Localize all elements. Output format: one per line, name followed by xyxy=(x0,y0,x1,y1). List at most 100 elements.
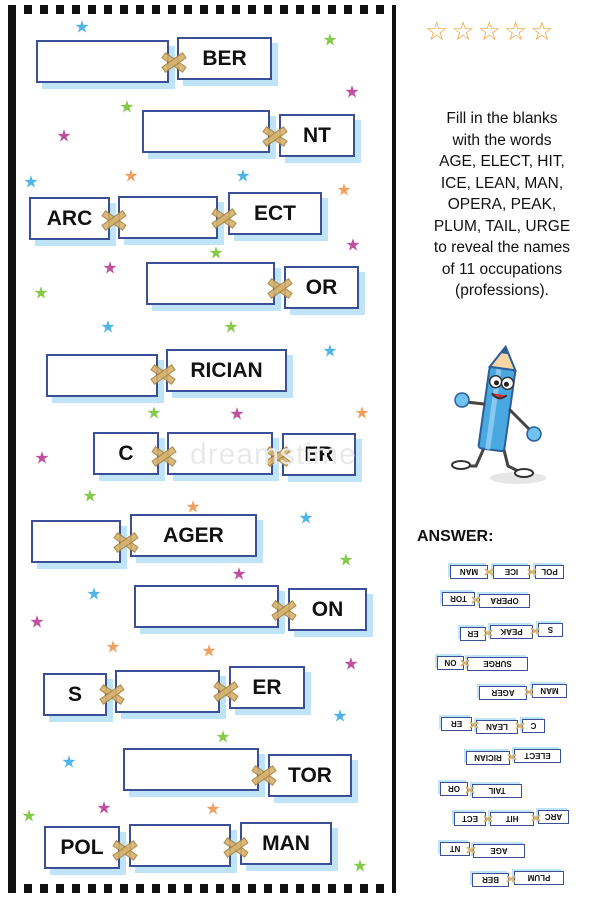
tape-icon xyxy=(465,785,475,795)
star-icon: ★ xyxy=(322,30,338,50)
word-piece-tile: ARC xyxy=(29,197,110,240)
instruction-line: to reveal the names xyxy=(433,239,571,256)
star-icon: ★ xyxy=(215,727,231,747)
answer-tile: BER xyxy=(472,873,509,887)
answer-tile: SURGE xyxy=(467,657,528,671)
word-piece-tile: S xyxy=(43,673,107,716)
answer-tile: OR xyxy=(440,782,468,796)
tape-icon xyxy=(270,598,296,620)
tape-icon xyxy=(506,874,516,884)
word-piece-tile: ECT xyxy=(228,192,322,235)
tape-icon xyxy=(466,845,476,855)
blank-tile[interactable] xyxy=(115,670,220,713)
watermark: dreamstime xyxy=(190,438,357,471)
star-icon: ★ xyxy=(229,404,245,424)
tape-icon xyxy=(98,682,124,704)
answer-tile: PLUM xyxy=(514,871,564,885)
star-icon: ★ xyxy=(61,752,77,772)
tape-icon xyxy=(112,530,138,552)
star-icon: ★ xyxy=(82,486,98,506)
word-piece-tile: TOR xyxy=(268,754,352,797)
instruction-line: with the words xyxy=(452,131,552,149)
word-piece-tile: ER xyxy=(229,666,305,709)
star-icon: ★ xyxy=(34,448,50,468)
blank-tile[interactable] xyxy=(142,110,270,153)
answer-tile: C xyxy=(522,719,545,733)
tape-icon xyxy=(471,595,481,605)
blank-tile[interactable] xyxy=(118,196,218,239)
star-icon: ★ xyxy=(105,637,121,657)
instruction-line: OPERA, PEAK, xyxy=(447,196,557,213)
word-piece-tile: AGER xyxy=(130,514,257,557)
answer-tile: TAIL xyxy=(472,784,522,798)
blank-tile[interactable] xyxy=(134,585,279,628)
blank-tile[interactable] xyxy=(31,520,121,563)
answer-tile: OPERA xyxy=(479,594,530,608)
rating-star-icon: ☆ xyxy=(451,16,475,46)
star-icon: ★ xyxy=(119,97,135,117)
word-piece-tile: C xyxy=(93,432,159,475)
answer-tile: ECT xyxy=(454,812,486,826)
tape-icon xyxy=(515,721,525,731)
tape-icon xyxy=(530,626,540,636)
star-icon: ★ xyxy=(345,235,361,255)
word-piece-tile: RICIAN xyxy=(166,349,287,392)
answer-tile: MAN xyxy=(532,684,567,698)
instruction-line: ICE, LEAN, MAN, xyxy=(440,174,564,192)
tape-icon xyxy=(507,752,517,762)
word-piece-tile: ON xyxy=(288,588,367,631)
tape-icon xyxy=(483,628,493,638)
instruction-line: PLUM, TAIL, URGE xyxy=(433,217,571,235)
tape-icon xyxy=(527,567,537,577)
star-icon: ★ xyxy=(322,341,338,361)
instruction-line: of 11 occupations xyxy=(441,260,563,278)
star-icon: ★ xyxy=(235,166,251,186)
word-piece-tile: BER xyxy=(177,37,272,80)
tape-icon xyxy=(484,567,494,577)
star-icon: ★ xyxy=(205,799,221,819)
blank-tile[interactable] xyxy=(129,824,231,867)
answer-tile: ELECT xyxy=(514,749,561,763)
word-piece-tile: OR xyxy=(284,266,359,309)
star-icon: ★ xyxy=(201,641,217,661)
blank-tile[interactable] xyxy=(36,40,169,83)
answer-tile: AGE xyxy=(473,844,525,858)
star-icon: ★ xyxy=(96,798,112,818)
blank-tile[interactable] xyxy=(146,262,275,305)
tape-icon xyxy=(261,124,287,146)
instruction-line: (professions). xyxy=(455,282,549,299)
tape-icon xyxy=(483,814,493,824)
tape-icon xyxy=(524,687,534,697)
star-icon: ★ xyxy=(74,17,90,37)
star-icon: ★ xyxy=(146,403,162,423)
star-icon: ★ xyxy=(21,806,37,826)
tape-icon xyxy=(266,276,292,298)
rating-star-icon: ☆ xyxy=(425,16,449,46)
star-icon: ★ xyxy=(332,706,348,726)
answer-tile: ICE xyxy=(493,565,530,579)
star-icon: ★ xyxy=(56,126,72,146)
star-icon: ★ xyxy=(102,258,118,278)
star-icon: ★ xyxy=(123,166,139,186)
answer-tile: PEAK xyxy=(490,625,533,639)
tape-icon xyxy=(150,444,176,466)
star-icon: ★ xyxy=(344,82,360,102)
tape-icon xyxy=(149,362,175,384)
rating-star-icon: ☆ xyxy=(530,16,554,46)
blank-tile[interactable] xyxy=(123,748,259,791)
rating-star-icon: ☆ xyxy=(503,16,528,46)
tape-icon xyxy=(250,763,276,785)
instruction-line: AGE, ELECT, HIT, xyxy=(439,153,565,170)
word-piece-tile: POL xyxy=(44,826,120,869)
answer-tile: POL xyxy=(535,565,564,579)
tape-icon xyxy=(111,838,137,860)
star-icon: ★ xyxy=(352,856,368,876)
star-icon: ★ xyxy=(343,654,359,674)
tape-icon xyxy=(100,208,126,230)
answer-tile: S xyxy=(538,623,563,637)
pencil-mascot-icon xyxy=(451,344,546,484)
blank-tile[interactable] xyxy=(46,354,158,397)
star-icon: ★ xyxy=(29,612,45,632)
answer-tile: RICIAN xyxy=(466,751,510,765)
star-icon: ★ xyxy=(298,508,314,528)
